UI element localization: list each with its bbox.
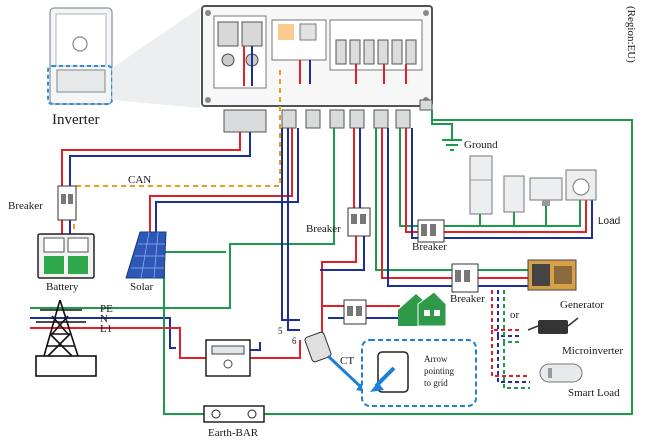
ct-callout-box <box>361 339 477 407</box>
house-icon <box>398 291 447 327</box>
l1-label: L1 <box>100 323 112 335</box>
arrow-text-line2: pointing <box>424 366 455 376</box>
power-tower-icon <box>35 299 97 377</box>
inverter-thumbnail: Inverter <box>47 7 200 128</box>
ground-symbol <box>431 110 462 151</box>
ct-callout-arrow <box>326 354 364 390</box>
load-breaker <box>417 219 445 243</box>
grid-breaker <box>347 207 371 237</box>
n-label: N <box>100 313 108 325</box>
solar-label: Solar <box>130 281 154 293</box>
home-breaker <box>343 299 367 325</box>
load-appliances <box>469 155 597 215</box>
battery-breaker-label: Breaker <box>8 200 43 212</box>
smart-load-label: Smart Load <box>568 387 620 399</box>
battery-label: Battery <box>46 281 79 293</box>
microinverter-icon <box>527 317 579 334</box>
ct-label: CT <box>340 355 354 367</box>
pe-label: PE <box>100 303 113 315</box>
or-label: or <box>510 309 520 321</box>
solar-panel-icon <box>125 231 167 279</box>
earth-bar-label: Earth-BAR <box>208 427 259 439</box>
can-label: CAN <box>128 174 151 186</box>
energy-meter-icon <box>205 339 251 377</box>
region-label: (Region:EU) <box>625 6 637 63</box>
ct-sensor-icon <box>304 331 332 363</box>
earth-bar-icon <box>203 405 265 423</box>
ground-label: Ground <box>464 139 498 151</box>
grid-breaker-label: Breaker <box>306 223 341 235</box>
inverter-detail <box>201 5 433 133</box>
load-label: Load <box>598 216 620 227</box>
generator-icon <box>527 259 577 291</box>
wire-5-label: 5 <box>278 326 283 336</box>
generator-label: Generator <box>560 299 604 311</box>
microinverter-label: Microinverter <box>562 345 623 357</box>
battery-icon <box>37 233 95 279</box>
gen-breaker <box>451 263 479 293</box>
zoom-wedge <box>112 8 200 108</box>
battery-breaker <box>57 185 77 221</box>
smart-load-icon <box>539 363 583 383</box>
arrow-text-line1: Arrow <box>424 354 448 364</box>
inverter-label: Inverter <box>52 112 99 128</box>
arrow-text-line3: to grid <box>424 378 448 388</box>
gen-breaker-label: Breaker <box>450 293 485 305</box>
wire-6-label: 6 <box>292 336 297 346</box>
load-breaker-label: Breaker <box>412 241 447 253</box>
